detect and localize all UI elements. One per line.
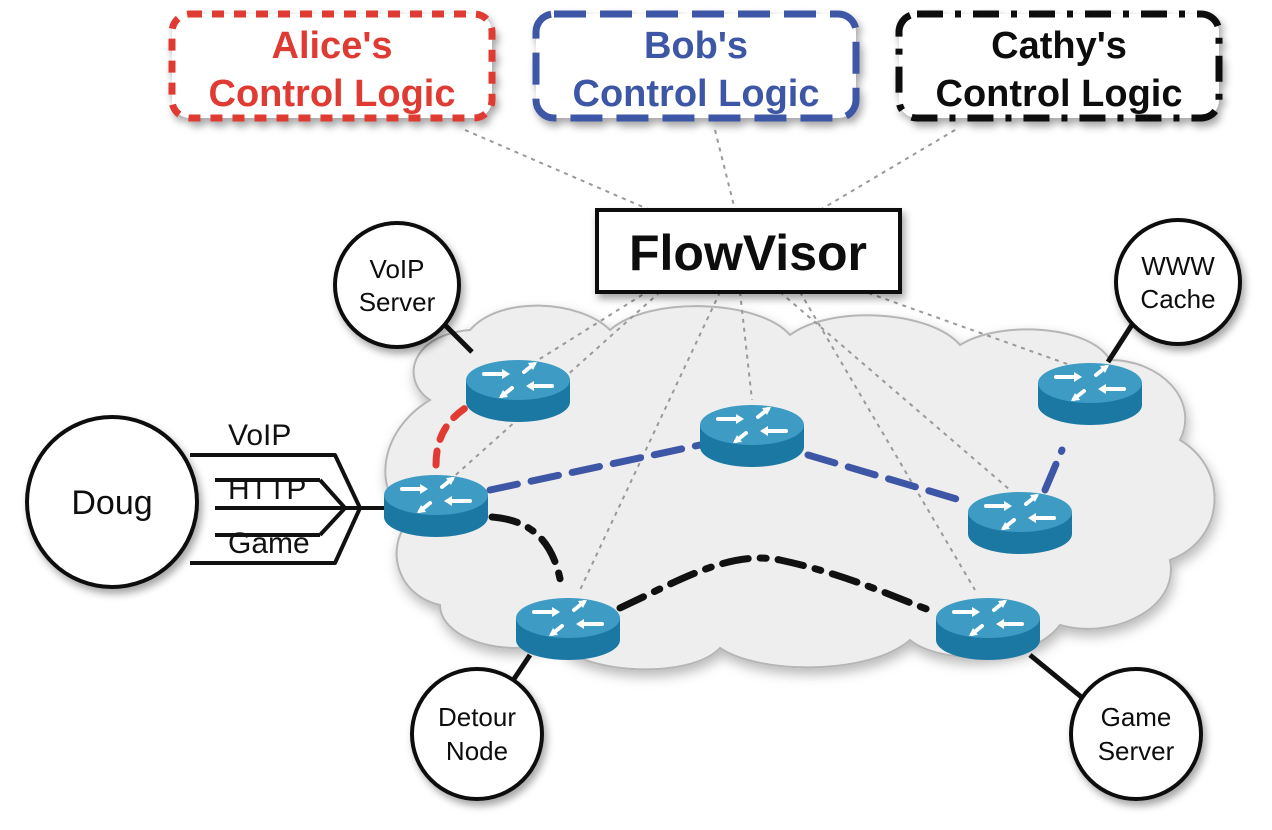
detour-node-circle [410, 667, 544, 801]
controller-bob: Bob's Control Logic [532, 10, 860, 122]
link-flowvisor-router-6 [799, 291, 976, 591]
link-cathy-flowvisor [819, 129, 956, 211]
detour-node-line1: Detour [438, 702, 516, 732]
router-icon [514, 596, 622, 662]
doug-label: Doug [71, 484, 152, 522]
router-icon [966, 490, 1074, 556]
game-server-line2: Server [1098, 736, 1175, 766]
cathy-label-line1: Cathy's [991, 25, 1127, 67]
link-flowvisor-router-5 [779, 291, 1011, 491]
voip-server-circle [333, 221, 461, 349]
game-server-line1: Game [1101, 702, 1172, 732]
www-cache-line2: Cache [1140, 284, 1215, 314]
alice-label-line1: Alice's [272, 25, 393, 67]
doug-wires [190, 453, 385, 565]
bob-label-line1: Bob's [644, 25, 748, 67]
router-icon [1036, 361, 1144, 427]
flowvisor-label: FlowVisor [629, 225, 867, 281]
link-www-cache [1105, 318, 1138, 364]
detour-node: Detour Node [410, 667, 544, 801]
game-wire [190, 507, 362, 565]
voip-server-node: VoIP Server [333, 221, 461, 349]
flow-labels: VoIP HTTP Game [228, 419, 310, 560]
bob-slice-path-3 [1041, 446, 1066, 494]
cathy-slice-path [488, 513, 566, 594]
alice-slice-path [432, 401, 474, 469]
detour-node-line2: Node [446, 736, 508, 766]
http-wire-top-diag [318, 478, 347, 510]
www-cache-line1: WWW [1141, 251, 1215, 281]
flow-label-http: HTTP [228, 473, 306, 506]
www-cache-circle [1114, 218, 1242, 346]
flowvisor-rect [595, 208, 902, 294]
bob-box [532, 10, 860, 122]
link-bob-flowvisor [714, 129, 736, 211]
doug-circle [25, 415, 199, 589]
router-icon [464, 358, 572, 424]
controller-alice: Alice's Control Logic [168, 10, 496, 122]
bob-slice-path-2 [804, 451, 964, 504]
flow-label-voip: VoIP [228, 419, 291, 452]
doug-node: Doug [25, 415, 199, 589]
cathy-slice-path-2 [616, 554, 939, 616]
voip-server-line2: Server [359, 287, 436, 317]
game-wire-top-diag [318, 506, 347, 537]
link-flowvisor-router-1 [529, 289, 651, 366]
router-icon [698, 403, 806, 469]
controller-links [464, 129, 956, 211]
game-server-node: Game Server [1069, 667, 1203, 801]
link-flowvisor-router-2 [449, 291, 661, 481]
controller-cathy: Cathy's Control Logic [895, 10, 1223, 122]
link-game-server [1028, 653, 1087, 702]
router-icon [934, 596, 1042, 662]
network-cloud [384, 304, 1216, 671]
slice-paths [432, 401, 1066, 616]
bob-slice-path [486, 441, 704, 494]
cloud-shape [384, 304, 1216, 671]
alice-label-line2: Control Logic [209, 73, 456, 115]
bob-label-line2: Control Logic [573, 73, 820, 115]
cathy-label-line2: Control Logic [936, 73, 1183, 115]
alice-box [168, 10, 496, 122]
flowvisor-box: FlowVisor [595, 208, 902, 294]
router-icon [382, 473, 490, 539]
www-cache-node: WWW Cache [1114, 218, 1242, 346]
switch-links [449, 289, 1071, 591]
link-flowvisor-router-4 [579, 291, 721, 591]
flow-label-game: Game [228, 527, 310, 560]
game-server-circle [1069, 667, 1203, 801]
voip-server-line1: VoIP [370, 254, 425, 284]
cathy-box [895, 10, 1223, 122]
link-alice-flowvisor [464, 129, 651, 211]
link-flowvisor-router-7 [859, 289, 1071, 366]
link-flowvisor-router-3 [739, 291, 753, 401]
